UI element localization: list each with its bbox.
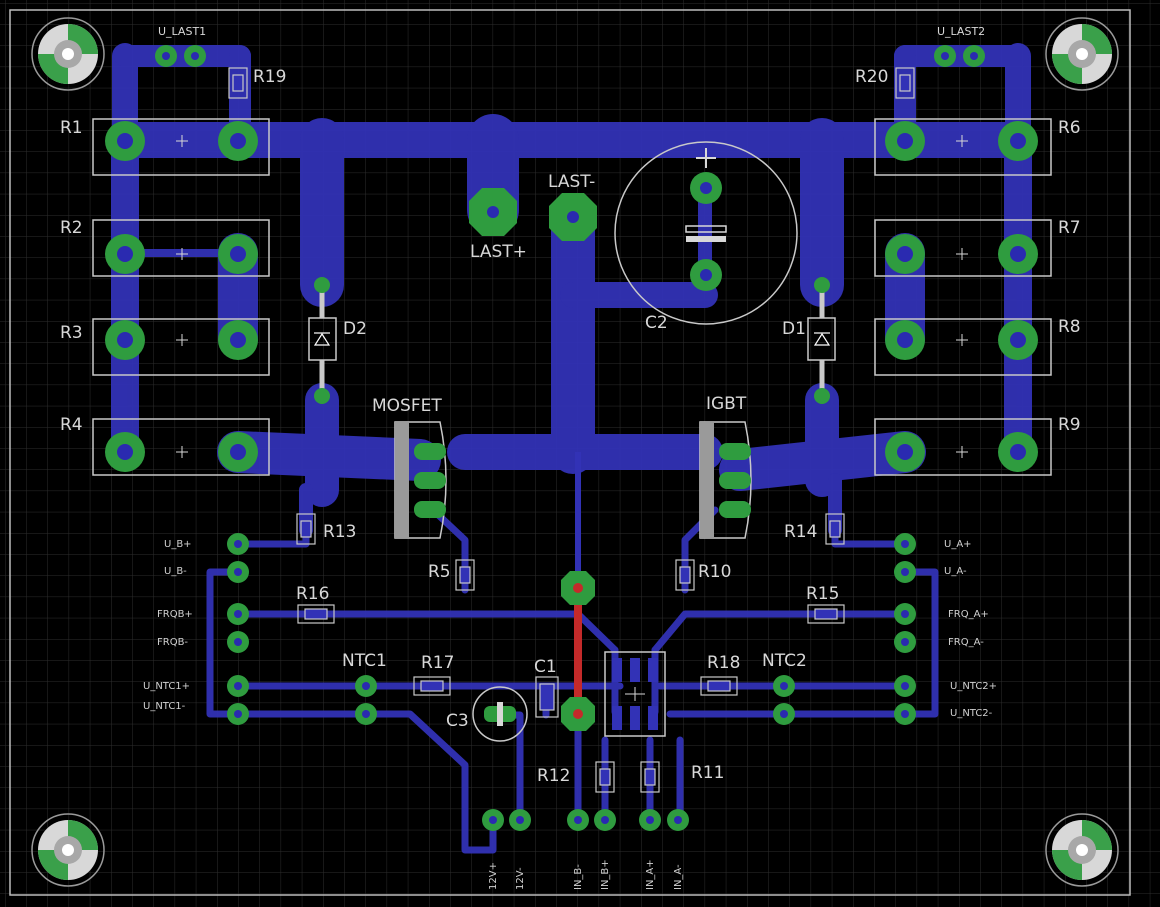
label-r20: R20 — [855, 67, 888, 87]
label-r16: R16 — [296, 584, 329, 604]
label-r6: R6 — [1058, 118, 1081, 138]
r2-body — [92, 219, 270, 277]
label-in-a-minus: IN_A- — [673, 864, 684, 890]
label-u-last2: U_LAST2 — [937, 25, 985, 38]
vias — [561, 571, 595, 731]
label-u-last1: U_LAST1 — [158, 25, 206, 38]
label-u-a-minus: U_A- — [944, 566, 967, 577]
label-last-minus: LAST- — [548, 172, 595, 192]
transistors — [394, 421, 752, 539]
label-frqb-plus: FRQB+ — [157, 609, 193, 620]
label-r14: R14 — [784, 522, 817, 542]
label-in-b-plus: IN_B+ — [600, 859, 611, 890]
label-r7: R7 — [1058, 218, 1081, 238]
label-r8: R8 — [1058, 317, 1081, 337]
c3-capacitor — [472, 686, 528, 742]
label-in-a-plus: IN_A+ — [645, 859, 656, 890]
label-r12: R12 — [537, 766, 570, 786]
label-u-ntc1-plus: U_NTC1+ — [143, 681, 190, 692]
label-r9: R9 — [1058, 415, 1081, 435]
c2-capacitor — [614, 141, 798, 325]
label-in-b-minus: IN_B- — [573, 864, 584, 890]
r9-body — [874, 418, 1052, 476]
label-r15: R15 — [806, 584, 839, 604]
label-r3: R3 — [60, 323, 83, 343]
label-r18: R18 — [707, 653, 740, 673]
signal-pads — [155, 45, 985, 831]
label-r10: R10 — [698, 562, 731, 582]
label-u-b-minus: U_B- — [164, 566, 187, 577]
bottom-connector-labels: 12V+ 12V- IN_B- IN_B+ IN_A+ IN_A- — [488, 859, 684, 890]
label-u-ntc2-plus: U_NTC2+ — [950, 681, 997, 692]
smd-resistors — [228, 67, 915, 793]
label-r2: R2 — [60, 218, 83, 238]
label-r5: R5 — [428, 562, 451, 582]
component-labels: R1 R2 R3 R4 R6 R7 R8 R9 R19 R20 D2 D1 C2… — [60, 67, 1081, 786]
r4-body — [92, 418, 270, 476]
label-12v-minus: 12V- — [515, 867, 526, 890]
label-last-plus: LAST+ — [470, 242, 527, 262]
r1-body — [92, 118, 270, 176]
label-frq-a-minus: FRQ_A- — [948, 637, 984, 648]
label-u-ntc2-minus: U_NTC2- — [950, 708, 993, 719]
mounting-hole-tl — [31, 17, 105, 91]
mounting-hole-tr — [1045, 17, 1119, 91]
label-r13: R13 — [323, 522, 356, 542]
large-pads — [105, 121, 1038, 472]
label-frq-a-plus: FRQ_A+ — [948, 609, 989, 620]
label-r1: R1 — [60, 118, 83, 138]
label-u-ntc1-minus: U_NTC1- — [143, 701, 186, 712]
label-r11: R11 — [691, 763, 724, 783]
label-ntc1: NTC1 — [342, 651, 387, 671]
label-r17: R17 — [421, 653, 454, 673]
label-d1: D1 — [782, 319, 806, 339]
label-frqb-minus: FRQB- — [157, 637, 188, 648]
label-r4: R4 — [60, 415, 83, 435]
mounting-hole-br — [1045, 813, 1119, 887]
board-outline — [9, 9, 1131, 896]
label-u-b-plus: U_B+ — [164, 539, 192, 550]
mounting-hole-bl — [31, 813, 105, 887]
label-12v-plus: 12V+ — [488, 862, 499, 890]
connector-labels: U_B+ U_B- FRQB+ FRQB- U_NTC1+ U_NTC1- U_… — [143, 539, 997, 719]
r8-body — [874, 318, 1052, 376]
power-resistors — [92, 118, 1052, 476]
label-u-a-plus: U_A+ — [944, 539, 972, 550]
label-c3: C3 — [446, 711, 469, 731]
label-d2: D2 — [343, 319, 367, 339]
diodes — [308, 277, 836, 404]
r3-body — [92, 318, 270, 376]
op-amp-ic — [604, 651, 666, 737]
mounting-holes — [31, 17, 1119, 887]
label-c2: C2 — [645, 313, 668, 333]
r6-body — [874, 118, 1052, 176]
last-terminals — [469, 188, 597, 241]
label-c1: C1 — [534, 657, 557, 677]
label-mosfet: MOSFET — [372, 396, 442, 416]
label-ntc2: NTC2 — [762, 651, 807, 671]
label-r19: R19 — [253, 67, 286, 87]
r7-body — [874, 219, 1052, 277]
label-igbt: IGBT — [706, 394, 747, 414]
